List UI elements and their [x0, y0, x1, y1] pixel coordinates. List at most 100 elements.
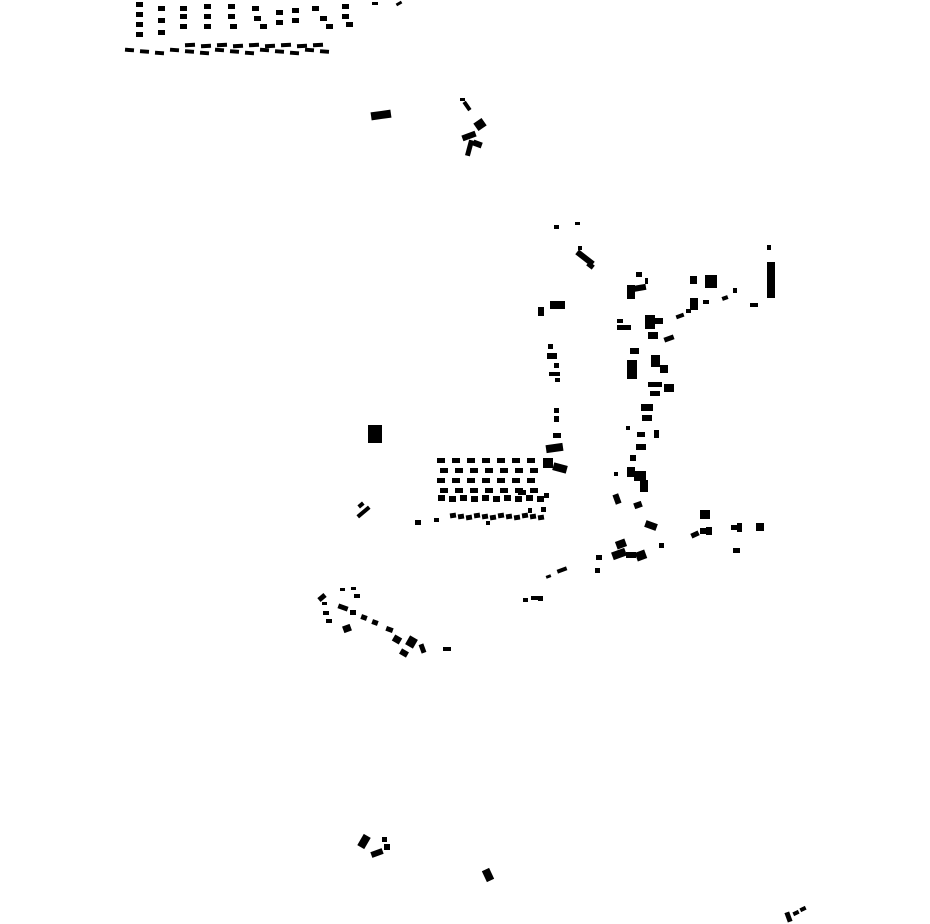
- building-footprint: [350, 610, 356, 615]
- building-footprint: [636, 272, 642, 277]
- building-footprint: [626, 552, 636, 558]
- building-footprint: [136, 12, 143, 17]
- building-footprint: [611, 547, 627, 561]
- building-footprint: [554, 408, 559, 413]
- building-footprint: [184, 49, 195, 54]
- building-footprint: [614, 472, 618, 476]
- building-footprint: [351, 587, 356, 590]
- building-footprint: [545, 574, 552, 579]
- building-footprint: [686, 309, 691, 313]
- building-footprint: [312, 6, 319, 11]
- building-footprint: [169, 47, 180, 53]
- building-footprint: [784, 911, 793, 923]
- building-footprint: [372, 2, 378, 5]
- building-footprint: [792, 909, 800, 917]
- building-footprint: [229, 49, 240, 54]
- building-footprint: [505, 513, 513, 520]
- building-footprint: [642, 415, 652, 421]
- building-footprint: [342, 623, 352, 634]
- building-footprint: [136, 2, 143, 7]
- building-footprint: [471, 496, 478, 502]
- building-footprint: [518, 490, 526, 495]
- building-footprint: [326, 24, 333, 29]
- building-footprint: [180, 14, 187, 19]
- building-footprint: [767, 262, 775, 298]
- building-footprint: [537, 514, 545, 521]
- building-footprint: [437, 458, 445, 463]
- building-footprint: [547, 353, 557, 359]
- building-footprint: [545, 442, 564, 454]
- building-footprint: [232, 43, 244, 49]
- building-footprint: [526, 495, 533, 501]
- building-footprint: [627, 467, 635, 477]
- building-footprint: [554, 225, 559, 229]
- building-footprint: [481, 867, 495, 883]
- building-footprint: [500, 468, 508, 473]
- building-footprint: [154, 50, 165, 56]
- building-footprint: [554, 416, 559, 422]
- building-footprint: [654, 430, 659, 438]
- building-footprint: [690, 298, 698, 310]
- building-footprint: [653, 318, 663, 324]
- building-footprint: [180, 6, 187, 11]
- building-footprint: [415, 520, 421, 525]
- building-footprint: [630, 348, 639, 354]
- building-footprint: [627, 285, 635, 299]
- building-footprint: [184, 42, 196, 48]
- building-footprint: [631, 283, 647, 293]
- building-footprint: [664, 384, 674, 392]
- building-footprint: [550, 301, 565, 309]
- building-footprint: [634, 549, 648, 562]
- building-footprint: [204, 4, 211, 9]
- building-footprint: [452, 478, 460, 483]
- building-footprint: [675, 312, 685, 320]
- building-footprint: [180, 24, 187, 29]
- building-footprint: [312, 42, 324, 48]
- building-footprint: [556, 566, 568, 574]
- building-footprint: [700, 528, 708, 534]
- building-footprint: [368, 425, 382, 443]
- building-footprint: [527, 478, 535, 483]
- building-footprint: [370, 109, 392, 121]
- building-footprint: [651, 355, 660, 367]
- building-footprint: [449, 496, 456, 502]
- building-footprint: [289, 50, 300, 56]
- building-footprint: [360, 614, 368, 621]
- building-footprint: [544, 493, 549, 498]
- building-footprint: [531, 596, 539, 600]
- building-footprint: [731, 525, 739, 530]
- building-footprint: [337, 603, 349, 612]
- building-footprint: [489, 514, 497, 521]
- building-footprint: [457, 513, 465, 520]
- building-footprint: [354, 594, 360, 598]
- building-footprint: [342, 14, 349, 19]
- building-footprint: [259, 47, 270, 53]
- building-footprint: [636, 444, 646, 450]
- building-footprint: [521, 512, 529, 519]
- building-footprint: [326, 619, 332, 623]
- building-footprint: [473, 117, 487, 132]
- building-footprint: [648, 332, 658, 339]
- building-footprint: [482, 478, 490, 483]
- building-footprint: [460, 98, 465, 101]
- building-footprint: [515, 468, 523, 473]
- building-footprint: [530, 468, 538, 473]
- building-footprint: [690, 276, 697, 284]
- building-footprint: [465, 514, 473, 521]
- building-footprint: [461, 130, 477, 142]
- building-footprint: [627, 360, 637, 379]
- building-footprint: [750, 303, 758, 307]
- building-footprint: [497, 458, 505, 463]
- building-footprint: [382, 837, 387, 842]
- building-footprint: [640, 480, 648, 492]
- building-footprint: [264, 43, 276, 49]
- building-footprint: [452, 458, 460, 463]
- building-footprint: [254, 16, 261, 21]
- building-footprint: [158, 6, 165, 11]
- building-footprint: [690, 530, 700, 539]
- building-footprint: [799, 905, 807, 913]
- building-footprint: [467, 458, 475, 463]
- building-footprint: [500, 488, 508, 493]
- building-footprint: [346, 22, 353, 27]
